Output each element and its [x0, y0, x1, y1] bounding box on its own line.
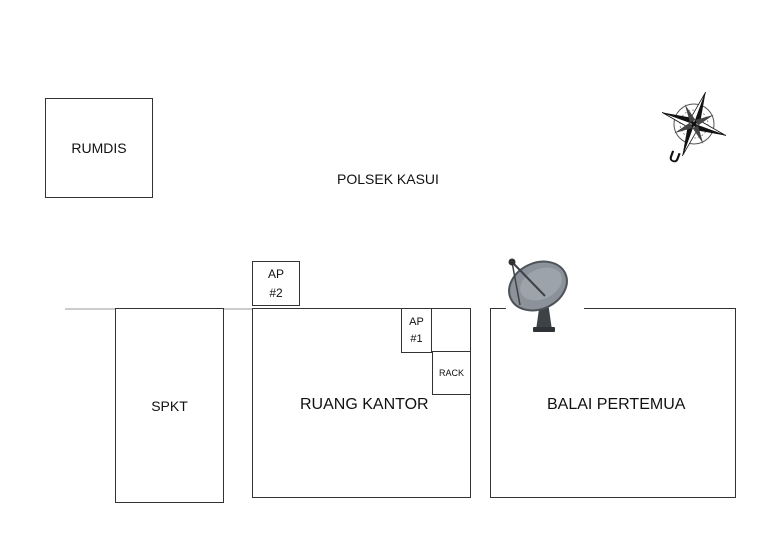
device-ap1-label: AP #1 [409, 315, 424, 345]
site-title: POLSEK KASUI [337, 171, 439, 187]
building-balai-pertemua-label: BALAI PERTEMUA [547, 396, 686, 413]
building-ruang-kantor-label: RUANG KANTOR [300, 396, 429, 413]
building-spkt: SPKT [115, 308, 224, 503]
building-ruang-kantor: RUANG KANTOR [252, 308, 471, 498]
device-rack-label: RACK [438, 368, 464, 378]
building-balai-pertemua: BALAI PERTEMUA [490, 308, 736, 498]
device-ap1: AP #1 [401, 308, 432, 353]
device-ap2-label: AP #2 [267, 266, 284, 300]
device-ap2: AP #2 [252, 261, 300, 306]
building-spkt-label: SPKT [151, 397, 188, 414]
building-rumdis-label: RUMDIS [71, 140, 127, 156]
device-rack: RACK [432, 351, 471, 395]
building-rumdis: RUMDIS [45, 98, 153, 198]
